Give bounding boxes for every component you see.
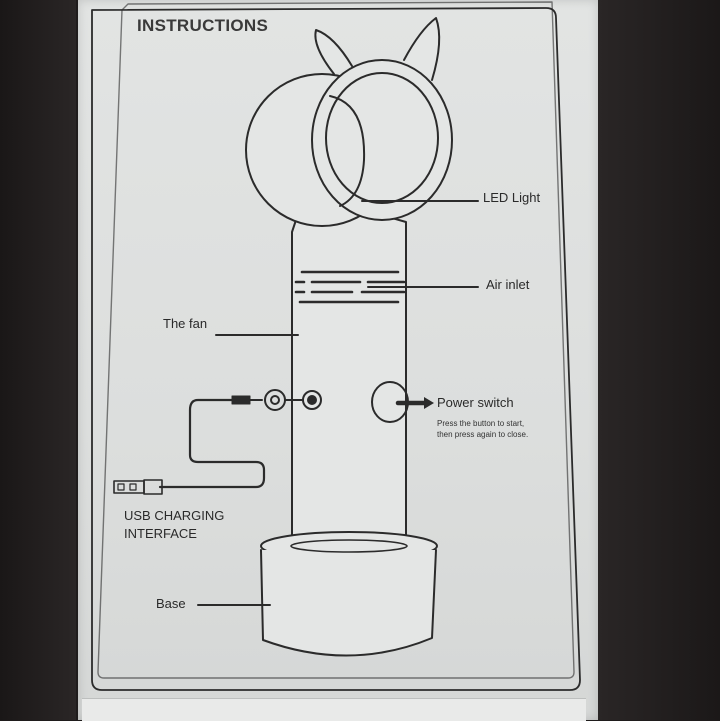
left-ear — [314, 29, 353, 75]
label-base: Base — [156, 596, 186, 611]
power-note-line-1: Press the button to start, — [437, 419, 525, 428]
power-note-line-2: then press again to close. — [437, 430, 529, 439]
table-background-right — [596, 0, 720, 720]
usb-plug-center — [270, 395, 280, 405]
fan-body-outline — [291, 209, 407, 551]
label-usb-charging-interface: USB CHARGING INTERFACE — [124, 507, 224, 543]
usb-plug-ring — [264, 389, 286, 411]
inner-border — [97, 1, 575, 679]
label-air-inlet: Air inlet — [486, 277, 530, 292]
air-inlet-slots — [294, 270, 406, 304]
head-inner-curve — [329, 95, 366, 207]
charging-cable — [158, 398, 266, 489]
instructions-title: INSTRUCTIONS — [137, 16, 269, 35]
table-background-left — [0, 0, 76, 720]
right-ear — [403, 17, 441, 81]
card-bottom-strip — [82, 698, 586, 721]
usb-port-hole — [307, 395, 317, 405]
base-opening — [290, 539, 408, 553]
label-led-light: LED Light — [483, 190, 541, 205]
outer-border — [91, 7, 581, 691]
led-ring-outer — [311, 59, 453, 221]
base-shell — [260, 549, 437, 657]
label-power-switch: Power switch — [437, 395, 514, 410]
label-the-fan: The fan — [163, 316, 208, 331]
usb-label-line-1: USB CHARGING — [124, 508, 225, 523]
cable-connector — [231, 395, 251, 405]
power-switch-arrow-head — [424, 397, 434, 409]
led-ring-inner — [325, 72, 439, 204]
power-switch-note: Press the button to start, then press ag… — [437, 418, 528, 440]
usb-plug-metal — [113, 480, 145, 494]
usb-label-line-2: INTERFACE — [124, 526, 197, 541]
